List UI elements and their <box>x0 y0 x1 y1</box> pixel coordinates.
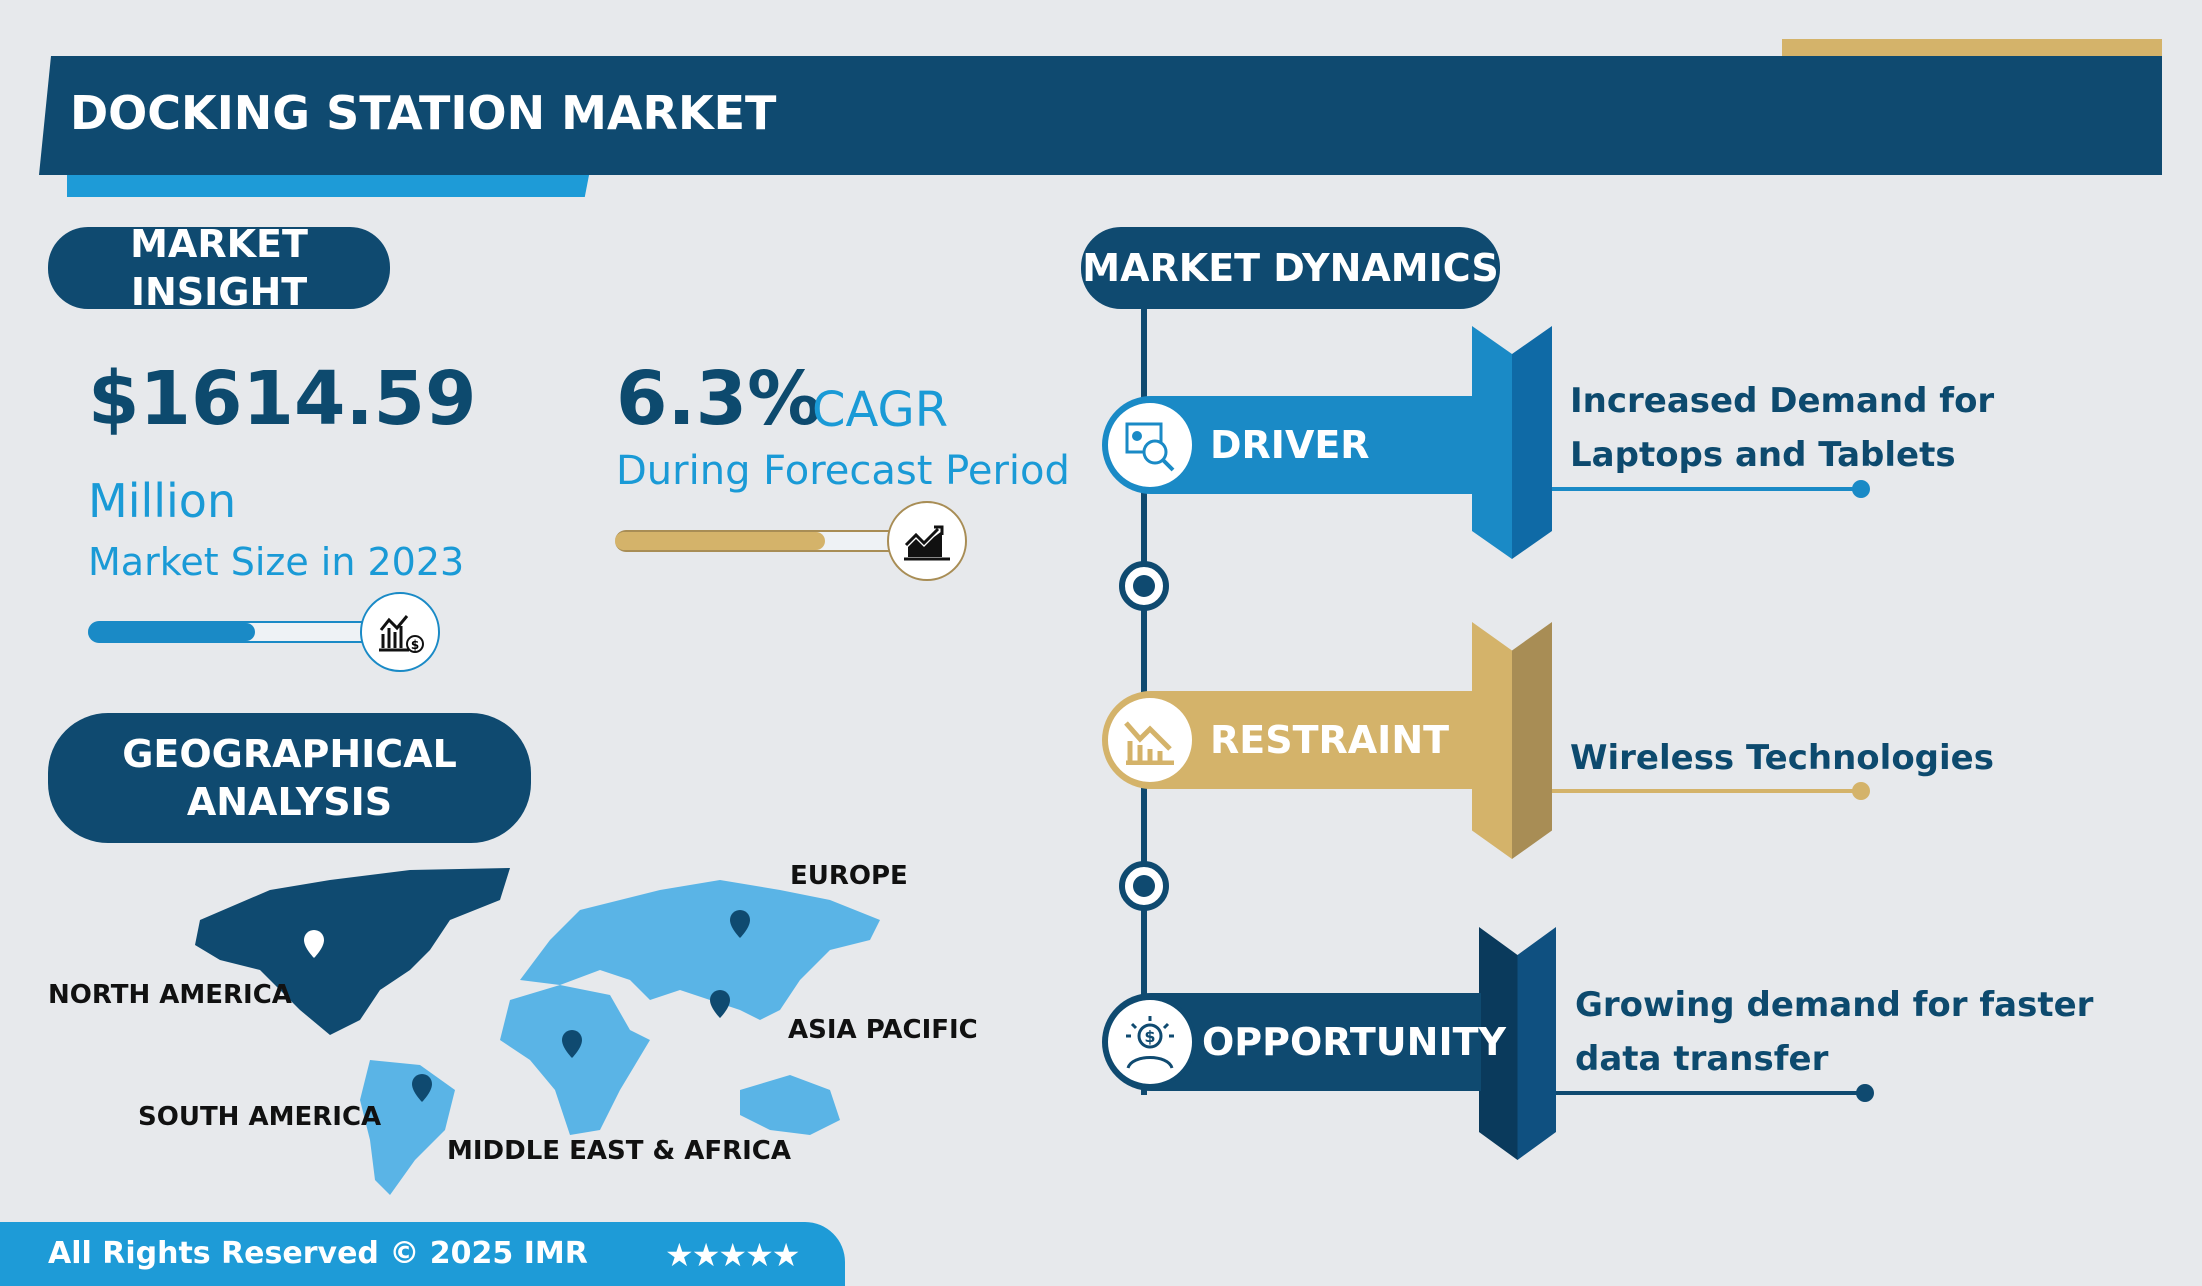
header-bar <box>39 56 2162 175</box>
header-gold-strip <box>1782 39 2162 59</box>
restraint-connector <box>1552 789 1860 793</box>
cagr-value: 6.3% <box>616 356 822 442</box>
market-insight-badge: MARKET INSIGHT <box>48 222 390 314</box>
north-america-shape <box>195 868 510 1035</box>
location-pin-icon <box>304 910 750 1102</box>
timeline-node <box>1119 861 1169 911</box>
opportunity-chevron <box>1479 927 1556 1160</box>
opportunity-label: OPPORTUNITY <box>1202 1020 1507 1064</box>
market-size-bar-fill <box>88 623 256 641</box>
page-title: DOCKING STATION MARKET <box>70 86 777 140</box>
south-america-shape <box>360 1060 455 1195</box>
region-label-south-america: SOUTH AMERICA <box>138 1102 382 1132</box>
declining-chart-icon <box>1104 694 1196 786</box>
restraint-label: RESTRAINT <box>1210 718 1450 762</box>
svg-text:$: $ <box>411 638 419 652</box>
region-label-asia-pacific: ASIA PACIFIC <box>788 1015 978 1045</box>
market-size-label: Market Size in 2023 <box>88 540 465 584</box>
footer-copyright: All Rights Reserved © 2025 IMR <box>48 1236 588 1271</box>
africa-shape <box>500 985 650 1135</box>
svg-text:$: $ <box>1144 1027 1155 1046</box>
driver-dot <box>1852 480 1870 498</box>
driver-text: Increased Demand for Laptops and Tablets <box>1570 381 1995 475</box>
region-label-europe: EUROPE <box>790 861 908 891</box>
oceania-shape <box>740 1075 840 1135</box>
cagr-bar <box>615 530 905 552</box>
market-size-unit: Million <box>88 474 237 528</box>
chart-dollar-icon: $ <box>360 592 440 672</box>
driver-chevron <box>1472 326 1552 559</box>
idea-dollar-icon: $ <box>1104 996 1196 1088</box>
driver-label: DRIVER <box>1210 423 1370 467</box>
timeline-node <box>1119 561 1169 611</box>
market-dynamics-badge: MARKET DYNAMICS <box>1081 227 1500 309</box>
restraint-dot <box>1852 782 1870 800</box>
region-label-north-america: NORTH AMERICA <box>48 980 292 1010</box>
region-label-middle-east-africa: MIDDLE EAST & AFRICA <box>447 1136 791 1166</box>
geographical-analysis-badge: GEOGRAPHICAL ANALYSIS <box>48 713 531 843</box>
market-size-value: $1614.59 <box>88 356 477 442</box>
driver-connector <box>1552 487 1860 491</box>
analytics-icon <box>1104 399 1196 491</box>
restraint-text: Wireless Technologies <box>1570 738 1994 778</box>
cagr-subtitle: During Forecast Period <box>616 448 1070 494</box>
cagr-label: CAGR <box>812 382 949 438</box>
cagr-bar-fill <box>615 532 826 550</box>
rating-stars: ★★★★★ <box>665 1236 800 1274</box>
opportunity-text: Growing demand for faster data transfer <box>1575 985 2094 1079</box>
opportunity-connector <box>1556 1091 1864 1095</box>
restraint-chevron <box>1472 622 1552 859</box>
world-map <box>195 868 880 1195</box>
growth-chart-icon <box>887 501 967 581</box>
opportunity-dot <box>1856 1084 1874 1102</box>
market-size-bar <box>88 621 378 643</box>
footer-bar <box>0 1222 845 1286</box>
eurasia-shape <box>520 880 880 1020</box>
